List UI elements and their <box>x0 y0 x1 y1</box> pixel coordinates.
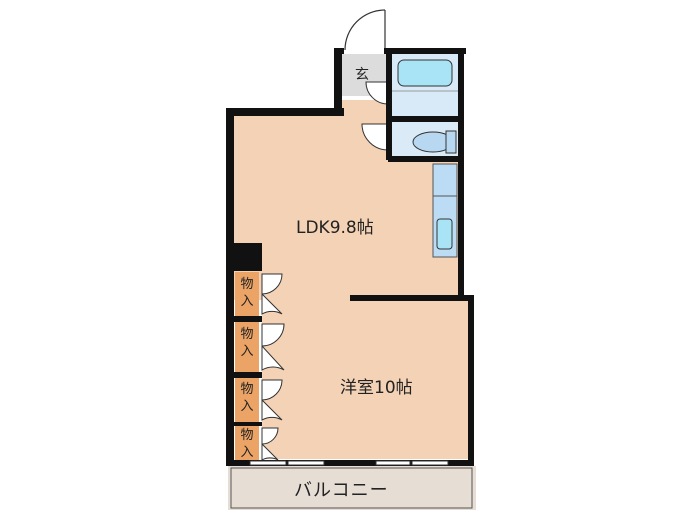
closet-3-label: 物 入 <box>240 382 254 414</box>
closet-1-label: 物 入 <box>240 277 254 309</box>
closet-4 <box>235 426 259 460</box>
ldk-lower-floor <box>262 296 352 302</box>
bathtub <box>397 59 453 87</box>
western-room-floor <box>262 297 472 459</box>
entrance-door <box>344 9 386 51</box>
closet-3 <box>235 378 259 422</box>
ldk-floor <box>232 100 462 300</box>
kitchen-sink <box>436 218 453 250</box>
western-room-label: 洋室10帖 <box>340 378 413 398</box>
closet-2 <box>235 322 259 372</box>
ldk-label: LDK9.8帖 <box>296 218 374 238</box>
balcony-floor <box>228 466 476 510</box>
entrance-label: 玄 <box>355 67 369 83</box>
closet-1 <box>235 272 259 316</box>
toilet-tank <box>445 130 457 154</box>
closet-2-label: 物 入 <box>240 327 254 359</box>
balcony-label: バルコニー <box>294 480 389 501</box>
closet-4-label: 物 入 <box>240 428 254 460</box>
